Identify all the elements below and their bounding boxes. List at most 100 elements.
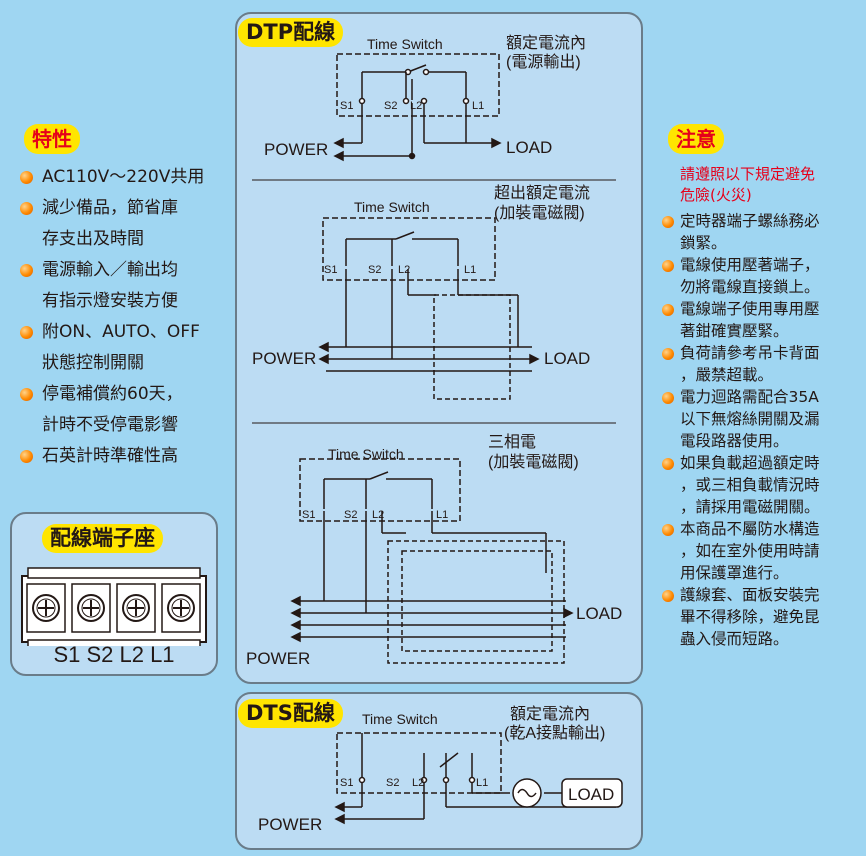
- feature-text: 減少備品，節省庫: [42, 198, 178, 218]
- svg-text:L1: L1: [436, 509, 448, 521]
- bullet-icon: [662, 304, 674, 316]
- dts-note1: 額定電流內: [510, 705, 590, 723]
- dtp2-power: POWER: [252, 349, 316, 368]
- notice-text: 電力迴路需配合35A: [680, 388, 819, 406]
- svg-text:L2: L2: [372, 509, 384, 521]
- feature-text: 計時不受停電影響: [42, 415, 178, 435]
- svg-text:S2: S2: [386, 777, 399, 789]
- notice-list: 定時器端子螺絲務必鎖緊。電線使用壓著端子，勿將電線直接鎖上。電線端子使用專用壓著…: [662, 210, 862, 650]
- dts-load: LOAD: [568, 785, 614, 804]
- terminal-screw-icon: [26, 583, 66, 633]
- notice-item: 電力迴路需配合35A 以下無熔絲開關及漏電段路器使用。: [662, 386, 862, 452]
- bullet-icon: [20, 171, 33, 184]
- bullet-icon: [662, 590, 674, 602]
- feature-item: AC110V～220V共用: [20, 162, 220, 193]
- svg-text:L2: L2: [410, 100, 422, 112]
- dts-note2: (乾A接點輸出): [504, 724, 605, 742]
- dtp1-note1: 額定電流內: [506, 34, 586, 52]
- terminal-labels: S1 S2 L2 L1: [53, 642, 175, 667]
- svg-text:L2: L2: [398, 264, 410, 276]
- feature-text: AC110V～220V共用: [42, 167, 205, 187]
- bullet-icon: [662, 458, 674, 470]
- notice-item: 電線端子使用專用壓著鉗確實壓緊。: [662, 298, 862, 342]
- bullet-icon: [662, 348, 674, 360]
- features-list: AC110V～220V共用減少備品，節省庫存支出及時間電源輸入／輸出均有指示燈安…: [20, 162, 220, 472]
- svg-text:S1: S1: [340, 100, 353, 112]
- notice-text: 勿將電線直接鎖上。: [680, 278, 820, 296]
- svg-text:S2: S2: [368, 264, 381, 276]
- feature-item: 停電補償約60天， 計時不受停電影響: [20, 379, 220, 441]
- feature-item: 石英計時準確性高: [20, 441, 220, 472]
- feature-text: 狀態控制開關: [42, 353, 144, 373]
- dtp3-note1: 三相電: [488, 433, 536, 451]
- notice-item: 本商品不屬防水構造，如在室外使用時請用保護罩進行。: [662, 518, 862, 584]
- terminal-panel: 配線端子座 S1 S2 L2 L1: [10, 512, 218, 676]
- feature-item: 減少備品，節省庫存支出及時間: [20, 193, 220, 255]
- dts-ts: Time Switch: [362, 711, 438, 727]
- notice-text: 畢不得移除，避免昆: [680, 608, 820, 626]
- terminal-screw-icon: [161, 583, 201, 633]
- dtp2-ts: Time Switch: [354, 199, 430, 215]
- bullet-icon: [662, 260, 674, 272]
- bullet-icon: [20, 264, 33, 277]
- notice-title: 注意: [668, 124, 724, 154]
- notice-item: 護線套、面板安裝完畢不得移除，避免昆蟲入侵而短路。: [662, 584, 862, 650]
- bullet-icon: [662, 216, 674, 228]
- feature-text: 停電補償約60天，: [42, 384, 183, 404]
- warning-line-2: 危險(火災): [680, 186, 752, 204]
- dtp3-ts: Time Switch: [328, 446, 404, 462]
- dtp-diagram-2: [318, 217, 540, 400]
- bullet-icon: [20, 450, 33, 463]
- notice-item: 電線使用壓著端子， 勿將電線直接鎖上。: [662, 254, 862, 298]
- notice-text: 以下無熔絲開關及漏: [680, 410, 820, 428]
- notice-text: ，如在室外使用時請: [680, 542, 820, 560]
- svg-text:L1: L1: [464, 264, 476, 276]
- dtp1-load: LOAD: [506, 138, 552, 157]
- svg-text:L1: L1: [472, 100, 484, 112]
- dtp3-power: POWER: [246, 649, 310, 668]
- warning-line-1: 請遵照以下規定避免: [680, 165, 816, 183]
- notice-text: 著鉗確實壓緊。: [680, 322, 789, 340]
- dtp3-note2: (加裝電磁閥): [488, 453, 579, 471]
- svg-text:S2: S2: [384, 100, 397, 112]
- feature-text: 電源輸入／輸出均: [42, 260, 178, 280]
- dtp-diagram-1: [333, 53, 502, 162]
- svg-text:L1: L1: [476, 777, 488, 789]
- feature-text: 石英計時準確性高: [42, 446, 178, 466]
- dtp1-ts: Time Switch: [367, 36, 443, 52]
- notice-text: 電線端子使用專用壓: [680, 300, 820, 318]
- notice-text: 護線套、面板安裝完: [680, 586, 820, 604]
- dtp-panel: [235, 12, 643, 684]
- feature-text: 存支出及時間: [42, 229, 144, 249]
- notice-text: ，嚴禁超載。: [680, 366, 774, 384]
- svg-text:S1: S1: [324, 264, 337, 276]
- terminal-screw-icon: [71, 583, 111, 633]
- dtp-diagram-3: [290, 458, 574, 664]
- dtp1-note2: (電源輸出): [506, 53, 581, 71]
- bullet-icon: [20, 202, 33, 215]
- feature-text: 有指示燈安裝方便: [42, 291, 178, 311]
- terminal-screw-icon: [116, 583, 156, 633]
- notice-text: 如果負載超過額定時: [680, 454, 820, 472]
- dtp2-note2: (加裝電磁閥): [494, 204, 585, 222]
- svg-text:L2: L2: [412, 777, 424, 789]
- notice-text: 鎖緊。: [680, 234, 727, 252]
- notice-text: 電段路器使用。: [680, 432, 789, 450]
- bullet-icon: [20, 326, 33, 339]
- bullet-icon: [662, 524, 674, 536]
- notice-item: 負荷請參考吊卡背面，嚴禁超載。: [662, 342, 862, 386]
- dtp2-note1: 超出額定電流: [494, 184, 590, 202]
- notice-item: 定時器端子螺絲務必鎖緊。: [662, 210, 862, 254]
- notice-text: 蟲入侵而短路。: [680, 630, 789, 648]
- dtp3-load: LOAD: [576, 604, 622, 623]
- dts-power: POWER: [258, 815, 322, 834]
- notice-text: 用保護罩進行。: [680, 564, 789, 582]
- dtp-title: DTP配線: [238, 18, 344, 47]
- notice-text: 電線使用壓著端子，: [680, 256, 820, 274]
- notice-item: 如果負載超過額定時，或三相負載情況時，請採用電磁開關。: [662, 452, 862, 518]
- notice-text: ，請採用電磁開關。: [680, 498, 820, 516]
- warning-text: 請遵照以下規定避免 危險(火災): [680, 164, 815, 206]
